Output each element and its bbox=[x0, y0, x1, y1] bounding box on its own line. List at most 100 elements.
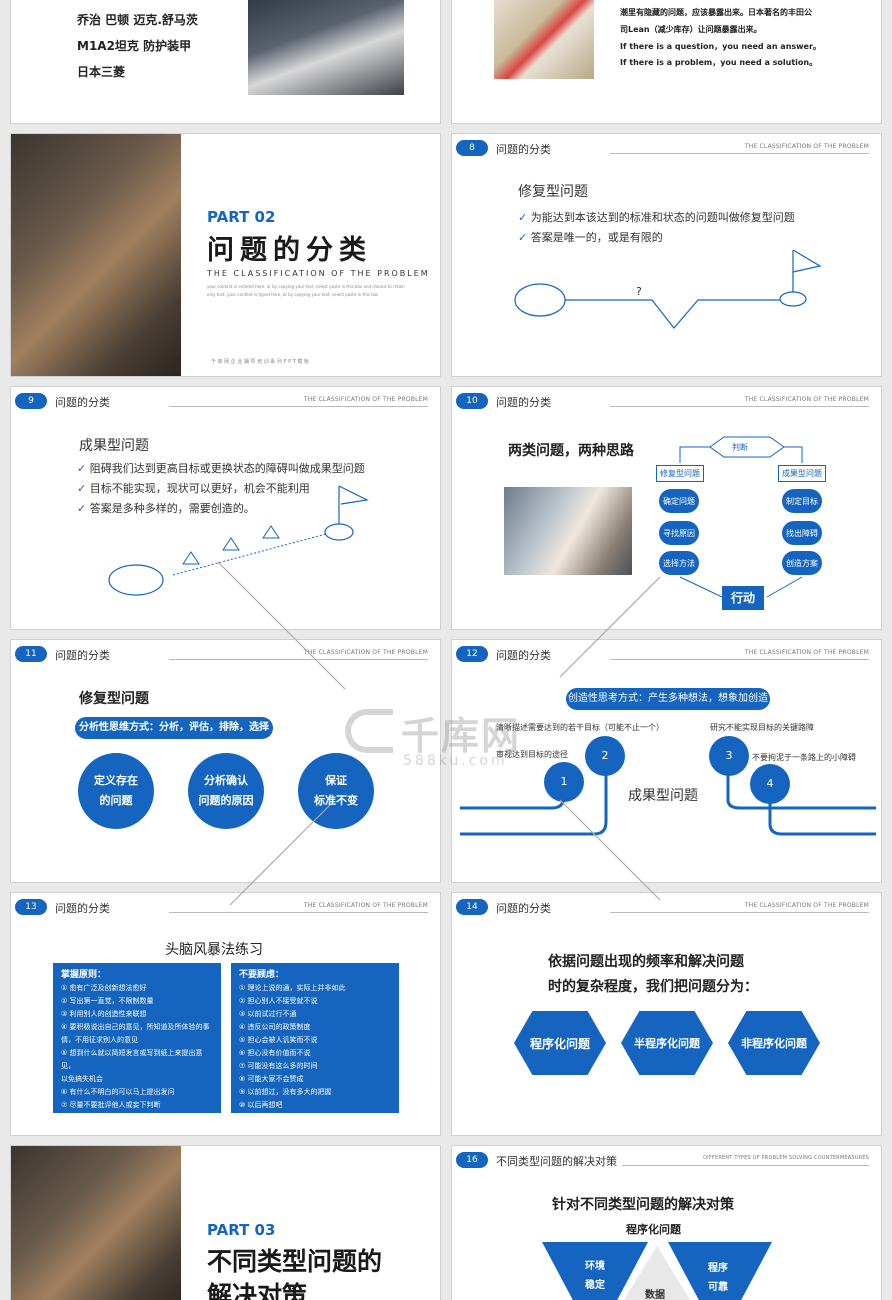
concerns-card: 不要顾虑： ① 理论上说的通，实际上并非如此 ② 担心别人不接受就不说 ③ 以前… bbox=[231, 963, 399, 1113]
part-label: PART 03 bbox=[207, 1221, 276, 1239]
header-rule bbox=[169, 406, 428, 407]
jenga-photo bbox=[11, 134, 181, 376]
part-desc-2: only text. your content is typed here, o… bbox=[207, 292, 379, 297]
slide-header-title: 问题的分类 bbox=[496, 902, 551, 915]
bullet-1: 为能达到本该达到的标准和状态的问题叫做修复型问题 bbox=[518, 208, 795, 228]
part-en: THE CLASSIFICATION OF THE PROBLEM bbox=[207, 269, 430, 278]
part-title-1: 不同类型问题的 bbox=[207, 1247, 383, 1276]
principle-6: ⑥ 有什么不明白的可以马上提出发问 bbox=[61, 1088, 175, 1096]
slide-header-title: 问题的分类 bbox=[55, 902, 110, 915]
hex-non-programmed: 非程序化问题 bbox=[728, 1011, 820, 1075]
meeting-photo bbox=[504, 487, 632, 575]
slide-header-title: 不同类型问题的解决对策 bbox=[496, 1155, 617, 1168]
name-line-2: M1A2坦克 防护装甲 bbox=[77, 39, 192, 53]
triangle-diagram bbox=[542, 1242, 772, 1300]
header-rule bbox=[610, 659, 869, 660]
slide-11: 11 问题的分类 THE CLASSIFICATION OF THE PROBL… bbox=[10, 639, 441, 883]
slide-header-en: THE CLASSIFICATION OF THE PROBLEM bbox=[303, 649, 428, 656]
triangle-center bbox=[623, 1246, 691, 1300]
name-line-1: 乔治 巴顿 迈克.舒马茨 bbox=[77, 13, 198, 27]
concern-9: ⑨ 以前想过，没有多大的把握 bbox=[239, 1088, 332, 1096]
heading: 头脑风暴法练习 bbox=[165, 942, 263, 958]
slide-13: 13 问题的分类 THE CLASSIFICATION OF THE PROBL… bbox=[10, 892, 441, 1136]
slide-header-en: DIFFERENT TYPES OF PROBLEM SOLVING COUNT… bbox=[703, 1155, 869, 1161]
right-step-3: 创造方案 bbox=[782, 551, 822, 575]
right-step-2: 找出障碍 bbox=[782, 521, 822, 545]
step-text-4: 不要拘泥于一条路上的小障碍 bbox=[752, 753, 856, 762]
step-circle-2: 分析确认 问题的原因 bbox=[188, 753, 264, 829]
heading: 成果型问题 bbox=[79, 438, 149, 454]
principle-1: ① 愈有广泛及创新想法愈好 bbox=[61, 984, 147, 992]
slide-top-left: 乔治 巴顿 迈克.舒马茨 M1A2坦克 防护装甲 日本三菱 bbox=[10, 0, 441, 124]
slide-header-en: THE CLASSIFICATION OF THE PROBLEM bbox=[303, 902, 428, 909]
part-title: 问题的分类 bbox=[207, 235, 372, 266]
bullet-3: 答案是多种多样的，需要创造的。 bbox=[77, 499, 255, 519]
slide-number: 8 bbox=[456, 140, 488, 156]
tri-right-line-1: 程序 bbox=[708, 1263, 728, 1274]
slide-part-02: PART 02 问题的分类 THE CLASSIFICATION OF THE … bbox=[10, 133, 441, 377]
slide-part-03: PART 03 不同类型问题的 解决对策 bbox=[10, 1145, 441, 1300]
text-line-2: 司Lean（减少库存）让问题暴露出来。 bbox=[620, 25, 762, 34]
slide-header-title: 问题的分类 bbox=[496, 143, 551, 156]
slide-top-right: 潮里有隐藏的问题，应该暴露出来。日本著名的丰田公 司Lean（减少库存）让问题暴… bbox=[451, 0, 882, 124]
header-rule bbox=[610, 153, 869, 154]
left-step-3: 选择方法 bbox=[659, 551, 699, 575]
heading: 修复型问题 bbox=[518, 184, 588, 200]
triangle-2 bbox=[222, 537, 240, 551]
jenga-photo bbox=[11, 1146, 181, 1300]
ascending-arrow bbox=[172, 533, 327, 576]
principles-card: 掌握原则： ① 愈有广泛及创新想法愈好 ② 写出第一直觉，不限制数量 ③ 利用别… bbox=[53, 963, 221, 1113]
principle-5b: 以免搞失机会 bbox=[61, 1075, 103, 1083]
step-3-line-2: 标准不变 bbox=[314, 794, 358, 807]
text-line-1: 潮里有隐藏的问题，应该暴露出来。日本著名的丰田公 bbox=[620, 8, 812, 17]
part-footer: 千 库 网 企 业 辅 导 培 训 系 列 P P T 模 板 bbox=[211, 359, 309, 365]
header-rule bbox=[610, 912, 869, 913]
slide-10: 10 问题的分类 THE CLASSIFICATION OF THE PROBL… bbox=[451, 386, 882, 630]
step-text-3: 研究不能实现目标的关键路障 bbox=[710, 723, 814, 732]
slide-number: 16 bbox=[456, 1152, 488, 1168]
triangle-3 bbox=[262, 525, 280, 539]
concern-1: ① 理论上说的通，实际上并非如此 bbox=[239, 984, 346, 992]
concern-6: ⑥ 担心没有价值而不说 bbox=[239, 1049, 311, 1057]
step-1-line-2: 的问题 bbox=[99, 794, 133, 807]
slide-header-en: THE CLASSIFICATION OF THE PROBLEM bbox=[744, 396, 869, 403]
slide-header-title: 问题的分类 bbox=[55, 396, 110, 409]
step-text-1: 清晰描述需要达到的若干目标（可能不止一个） bbox=[496, 723, 664, 732]
slide-number: 11 bbox=[15, 646, 47, 662]
creative-pill: 创造性思考方式：产生多种想法，想象加创造 bbox=[566, 688, 770, 710]
triangle-right bbox=[668, 1242, 772, 1300]
text-line-3: If there is a question，you need an answe… bbox=[620, 42, 821, 51]
blueprint-photo bbox=[494, 0, 594, 79]
slide-12: 12 问题的分类 THE CLASSIFICATION OF THE PROBL… bbox=[451, 639, 882, 883]
step-circle-1: 定义存在 的问题 bbox=[78, 753, 154, 829]
header-rule bbox=[169, 659, 428, 660]
question-mark: ? bbox=[636, 285, 642, 298]
concern-4: ④ 违反公司的政策制度 bbox=[239, 1023, 311, 1031]
thinking-pill: 分析性思维方式：分析，评估，排除，选择 bbox=[75, 717, 273, 739]
sub-heading: 程序化问题 bbox=[626, 1223, 681, 1236]
slide-header-en: THE CLASSIFICATION OF THE PROBLEM bbox=[744, 143, 869, 150]
bullet-2: 答案是唯一的，或是有限的 bbox=[518, 228, 663, 248]
principle-4: ④ 要积极说出自己的意见，所知道及所体验的事 bbox=[61, 1023, 210, 1031]
flow-connectors bbox=[679, 436, 803, 598]
triangle-1 bbox=[182, 551, 200, 565]
path-line bbox=[565, 299, 780, 329]
start-ellipse bbox=[514, 283, 566, 317]
goal-ellipse bbox=[779, 291, 807, 307]
slide-8: 8 问题的分类 THE CLASSIFICATION OF THE PROBLE… bbox=[451, 133, 882, 377]
principle-3: ③ 利用别人的创造性来联想 bbox=[61, 1010, 147, 1018]
header-rule bbox=[622, 1165, 869, 1166]
triangle-left bbox=[542, 1242, 648, 1300]
principle-4b: 情，不用征求别人的意见 bbox=[61, 1036, 138, 1044]
intro-line-2: 时的复杂程度，我们把问题分为： bbox=[548, 979, 758, 995]
goal-ellipse bbox=[324, 523, 354, 541]
left-step-2: 寻找原因 bbox=[659, 521, 699, 545]
slide-header-en: THE CLASSIFICATION OF THE PROBLEM bbox=[744, 902, 869, 909]
hex-semi-programmed: 半程序化问题 bbox=[621, 1011, 713, 1075]
concern-7: ⑦ 可能没有这么多的时间 bbox=[239, 1062, 318, 1070]
part-desc-1: your content is entered here, or by copy… bbox=[207, 284, 405, 289]
step-circle-3: 保证 标准不变 bbox=[298, 753, 374, 829]
heading: 针对不同类型问题的解决对策 bbox=[552, 1197, 734, 1213]
step-1-line-1: 定义存在 bbox=[94, 774, 138, 787]
flag-icon bbox=[792, 249, 822, 273]
